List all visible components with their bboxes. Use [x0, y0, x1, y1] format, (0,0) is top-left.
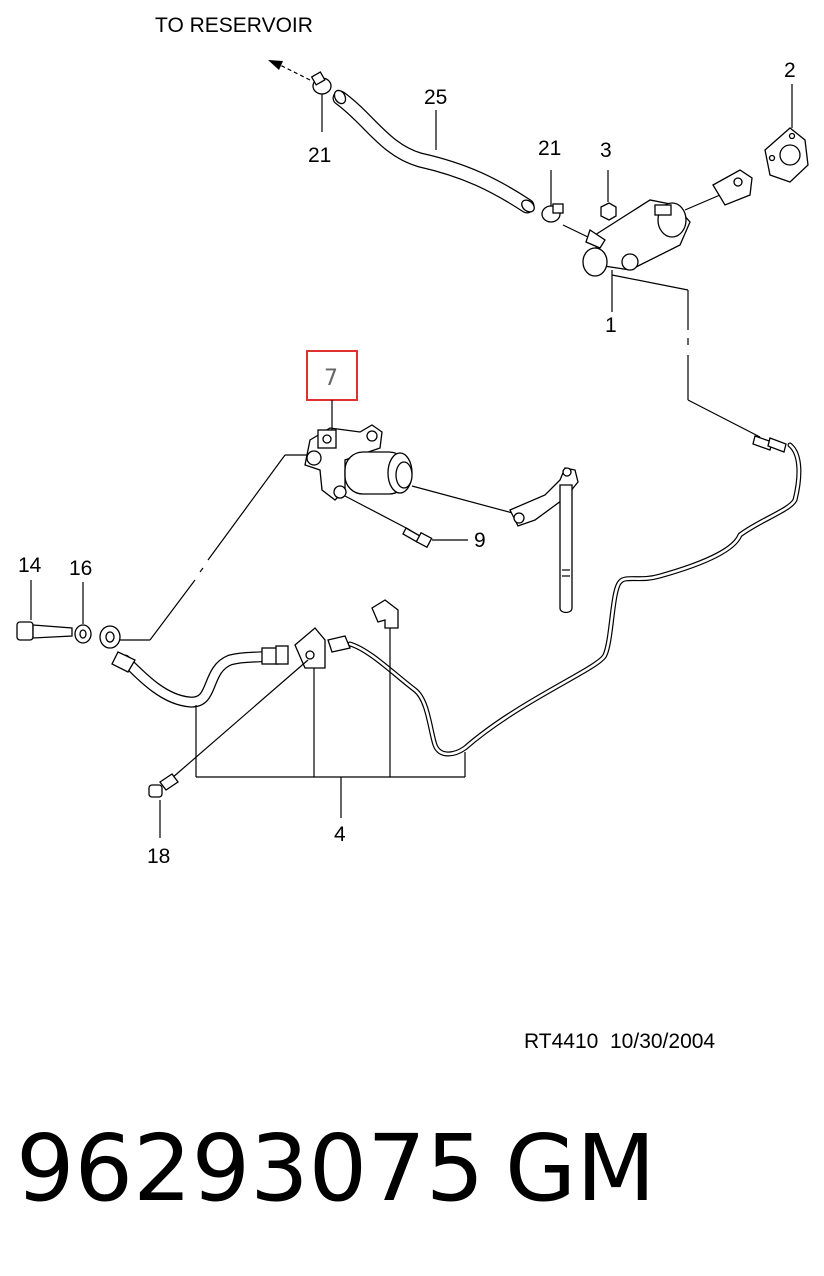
callout-25: 25: [424, 86, 447, 109]
brand-name: GM: [505, 1115, 656, 1222]
callout-18: 18: [147, 845, 170, 868]
flex-hose: [111, 645, 289, 708]
banjo-fitting: [99, 625, 121, 649]
callout-4-leaders: [195, 628, 466, 818]
reservoir-hose: [332, 89, 535, 214]
master-cylinder-lead: [611, 274, 761, 438]
hose-clamp-left: [310, 71, 332, 132]
callout-21-right: 21: [538, 137, 561, 160]
callout-21-left: 21: [308, 144, 331, 167]
clutch-master-cylinder: [562, 169, 753, 312]
callout-1: 1: [605, 314, 617, 337]
callout-7: 7: [324, 366, 338, 391]
callout-3: 3: [600, 139, 612, 162]
callout-9: 9: [474, 529, 486, 552]
slave-cylinder-lead: [120, 454, 308, 641]
washer-16: [74, 582, 92, 644]
callout-16: 16: [69, 557, 92, 580]
reservoir-arrow: [268, 60, 311, 81]
drawing-reference: RT4410 10/30/2004: [524, 1030, 715, 1053]
mounting-gasket: [764, 84, 809, 183]
part-number: 96293075: [16, 1115, 484, 1222]
clutch-slave-cylinder: [304, 424, 413, 501]
bolt-18: [148, 659, 309, 838]
banjo-bolt: [16, 580, 73, 641]
nut-3: [600, 170, 617, 221]
hydraulic-pipe: [347, 435, 802, 757]
callout-14: 14: [18, 554, 42, 577]
callout-4: 4: [334, 823, 346, 846]
release-fork: [411, 467, 579, 614]
highlight-callout-7: 7: [306, 350, 358, 430]
bolt-9: [344, 495, 468, 549]
pipe-bracket: [294, 599, 399, 669]
to-reservoir-label: TO RESERVOIR: [155, 14, 313, 37]
callout-2: 2: [784, 59, 796, 82]
hose-clamp-right: [541, 170, 564, 223]
